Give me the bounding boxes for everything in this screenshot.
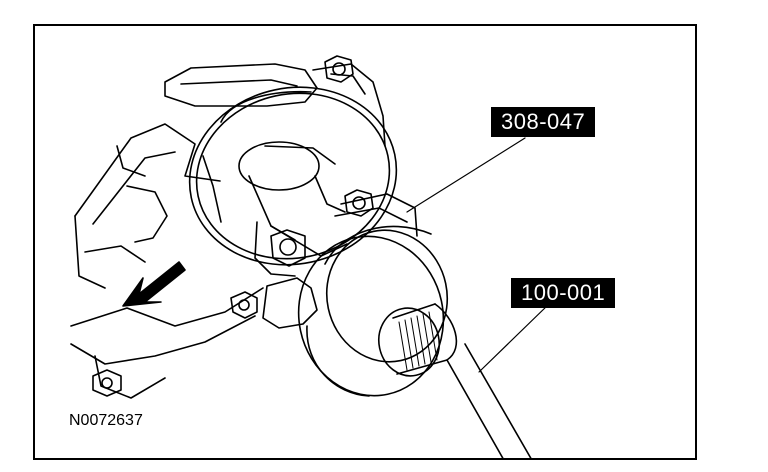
- bolt-left: [230, 291, 258, 319]
- leader-line-308-047: [406, 137, 526, 213]
- figure-id-label: N0072637: [69, 412, 143, 429]
- bolt-bottom: [92, 369, 122, 397]
- output-shaft: [238, 141, 348, 277]
- leader-line-100-001: [478, 303, 550, 373]
- callout-tool-308-047: 308-047: [491, 107, 596, 137]
- callout-tool-100-001: 100-001: [511, 278, 616, 308]
- seal-ring: [188, 86, 398, 266]
- bolt-top: [324, 55, 354, 83]
- illustration-frame: 308-047 100-001 N0072637: [33, 24, 697, 460]
- direction-arrow: [122, 261, 186, 307]
- service-illustration: [70, 55, 550, 458]
- bolt-center: [344, 189, 374, 217]
- installer-cup: [297, 193, 449, 397]
- housing-casting: [70, 63, 386, 399]
- leader-lines: [406, 137, 550, 373]
- threaded-rod: [378, 303, 532, 458]
